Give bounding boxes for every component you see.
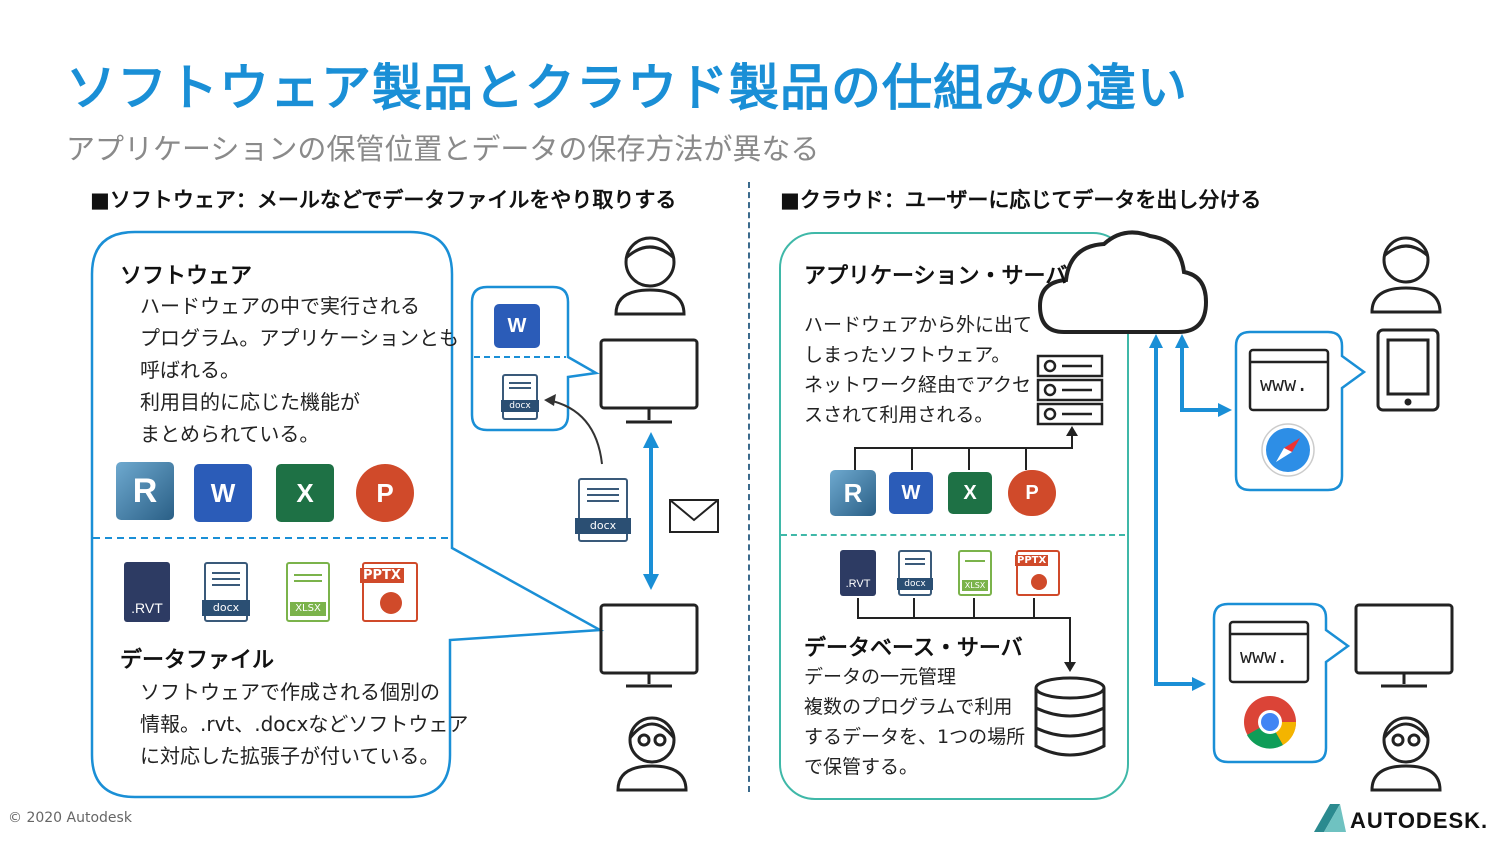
docx-label: docx <box>897 578 933 590</box>
app-server-icon <box>1036 354 1104 426</box>
page-title: ソフトウェア製品とクラウド製品の仕組みの違い <box>66 59 1188 117</box>
server-divider <box>781 534 1125 536</box>
person-icon <box>614 236 686 316</box>
app-server-desc-line: しまったソフトウェア。 <box>804 344 1011 366</box>
rvt-file-icon: .RVT <box>124 562 170 622</box>
pptx-label: PPTX <box>360 568 404 583</box>
app-server-desc-line: ハードウェアから外に出て <box>804 314 1033 336</box>
excel-icon: X <box>948 472 992 514</box>
cloud-to-client-arrows <box>1154 344 1222 686</box>
word-icon-small: W <box>494 304 540 348</box>
app-server-desc: ハードウェアから外に出て しまったソフトウェア。 ネットワーク経由でアクセ スさ… <box>804 310 1032 430</box>
xlsx-file-icon: XLSX <box>286 562 330 622</box>
powerpoint-icon: P <box>1008 470 1056 516</box>
revit-icon: R <box>830 470 876 516</box>
datafile-title: データファイル <box>120 648 275 673</box>
transfer-arrow <box>547 399 603 465</box>
mail-icon <box>669 499 719 533</box>
tablet-icon <box>1376 328 1440 412</box>
database-icon <box>1034 676 1106 757</box>
datafile-desc: ソフトウェアで作成される個別の 情報。.rvt、.docxなどソフトウェア に対… <box>140 676 468 772</box>
pptx-label: PPTX <box>1015 555 1049 566</box>
software-section-heading: ■ソフトウェア：メールなどでデータファイルをやり取りする <box>90 188 677 212</box>
cloud-servers-box <box>779 232 1129 800</box>
autodesk-logo: AUTODESK. <box>1350 808 1489 833</box>
db-server-desc-line: 複数のプログラムで利用 <box>804 696 1013 718</box>
db-server-desc-line: するデータを、1つの場所 <box>804 726 1026 748</box>
browser-url-1: www. <box>1260 372 1309 396</box>
revit-icon: R <box>116 462 174 520</box>
person-headset-icon <box>616 716 688 792</box>
copyright: © 2020 Autodesk <box>8 810 132 826</box>
excel-icon: X <box>276 464 334 522</box>
section-divider <box>748 182 750 792</box>
pptx-file-icon: PPTX <box>1015 550 1060 596</box>
app-server-title: アプリケーション・サーバ <box>804 264 1068 289</box>
db-server-desc-line: で保管する。 <box>804 756 919 778</box>
rvt-file-icon: .RVT <box>840 550 876 596</box>
datafile-desc-line: に対応した拡張子が付いている。 <box>140 744 440 768</box>
software-desc-line: プログラム。アプリケーションとも <box>140 326 459 350</box>
safari-icon <box>1261 423 1315 477</box>
app-server-desc-line: スされて利用される。 <box>804 404 994 426</box>
docx-file-icon-small: docx <box>501 374 539 420</box>
xlsx-label: XLSX <box>962 580 988 591</box>
browser-url-2: www. <box>1240 644 1289 668</box>
app-connectors <box>854 432 1073 470</box>
pie-chart-icon <box>380 592 402 614</box>
autodesk-logo-icon <box>1314 804 1346 832</box>
pie-chart-icon <box>1031 574 1047 590</box>
cloud-icon <box>1037 230 1209 334</box>
docx-label-small: docx <box>501 400 539 412</box>
cloud-section-heading: ■クラウド：ユーザーに応じてデータを出し分ける <box>780 188 1262 212</box>
datafile-desc-line: ソフトウェアで作成される個別の <box>140 680 440 704</box>
docx-label: docx <box>202 600 250 616</box>
powerpoint-icon: P <box>356 464 414 522</box>
app-server-desc-line: ネットワーク経由でアクセ <box>804 374 1032 396</box>
db-server-title: データベース・サーバ <box>804 636 1023 661</box>
software-title: ソフトウェア <box>120 264 253 289</box>
monitor-icon <box>599 603 699 688</box>
software-desc-line: 利用目的に応じた機能が <box>140 390 360 414</box>
db-server-desc: データの一元管理 複数のプログラムで利用 するデータを、1つの場所 で保管する。 <box>804 662 1025 782</box>
docx-transfer-icon: docx <box>575 478 631 542</box>
software-desc-line: ハードウェアの中で実行される <box>140 294 420 318</box>
docx-transfer-label: docx <box>575 518 631 534</box>
db-server-desc-line: データの一元管理 <box>804 666 957 688</box>
monitor-icon <box>599 338 699 424</box>
page-subtitle: アプリケーションの保管位置とデータの保存方法が異なる <box>66 132 820 166</box>
file-connectors <box>857 598 1071 664</box>
docx-file-icon: docx <box>202 562 250 622</box>
docx-file-icon: docx <box>897 550 933 596</box>
software-desc: ハードウェアの中で実行される プログラム。アプリケーションとも 呼ばれる。 利用… <box>140 290 459 450</box>
word-icon: W <box>194 464 252 522</box>
software-desc-line: 呼ばれる。 <box>140 358 240 382</box>
software-desc-line: まとめられている。 <box>140 422 320 446</box>
word-icon: W <box>889 472 933 514</box>
browser-window-icon <box>1228 348 1330 684</box>
datafile-desc-line: 情報。.rvt、.docxなどソフトウェア <box>140 712 469 736</box>
pptx-file-icon: PPTX <box>360 562 418 622</box>
monitor-icon <box>1354 603 1454 688</box>
person-icon <box>1370 236 1442 314</box>
xlsx-label: XLSX <box>290 602 326 616</box>
person-headset-icon <box>1370 716 1442 792</box>
chrome-icon <box>1244 696 1297 749</box>
xlsx-file-icon: XLSX <box>958 550 992 596</box>
